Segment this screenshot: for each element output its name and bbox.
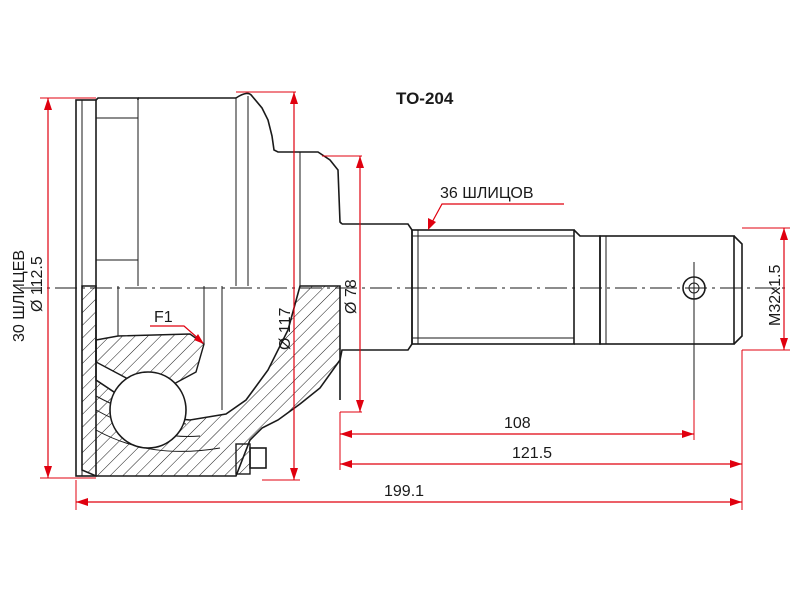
outer-diameter-label: Ø 112.5	[29, 256, 46, 312]
inner-splines-label: 30 ШЛИЦЕВ	[11, 250, 28, 342]
neck-diameter-label: Ø 78	[343, 279, 360, 314]
overall-length-label: 199.1	[384, 483, 424, 500]
part-number: TO-204	[396, 89, 454, 108]
f1-label: F1	[154, 309, 173, 326]
boot-diameter-label: Ø 117	[277, 308, 294, 351]
joint-ball	[109, 371, 187, 449]
dimension-lines	[44, 92, 788, 506]
extension-lines	[40, 91, 790, 510]
shaft-total-label: 121.5	[512, 445, 552, 462]
stub-shaft	[339, 223, 743, 361]
boot-clamp	[235, 443, 251, 475]
housing-section	[81, 285, 341, 477]
thread-label: M32x1.5	[767, 265, 784, 326]
outer-splines-label: 36 ШЛИЦОВ	[440, 185, 534, 202]
shaft-length-label: 108	[504, 415, 531, 432]
